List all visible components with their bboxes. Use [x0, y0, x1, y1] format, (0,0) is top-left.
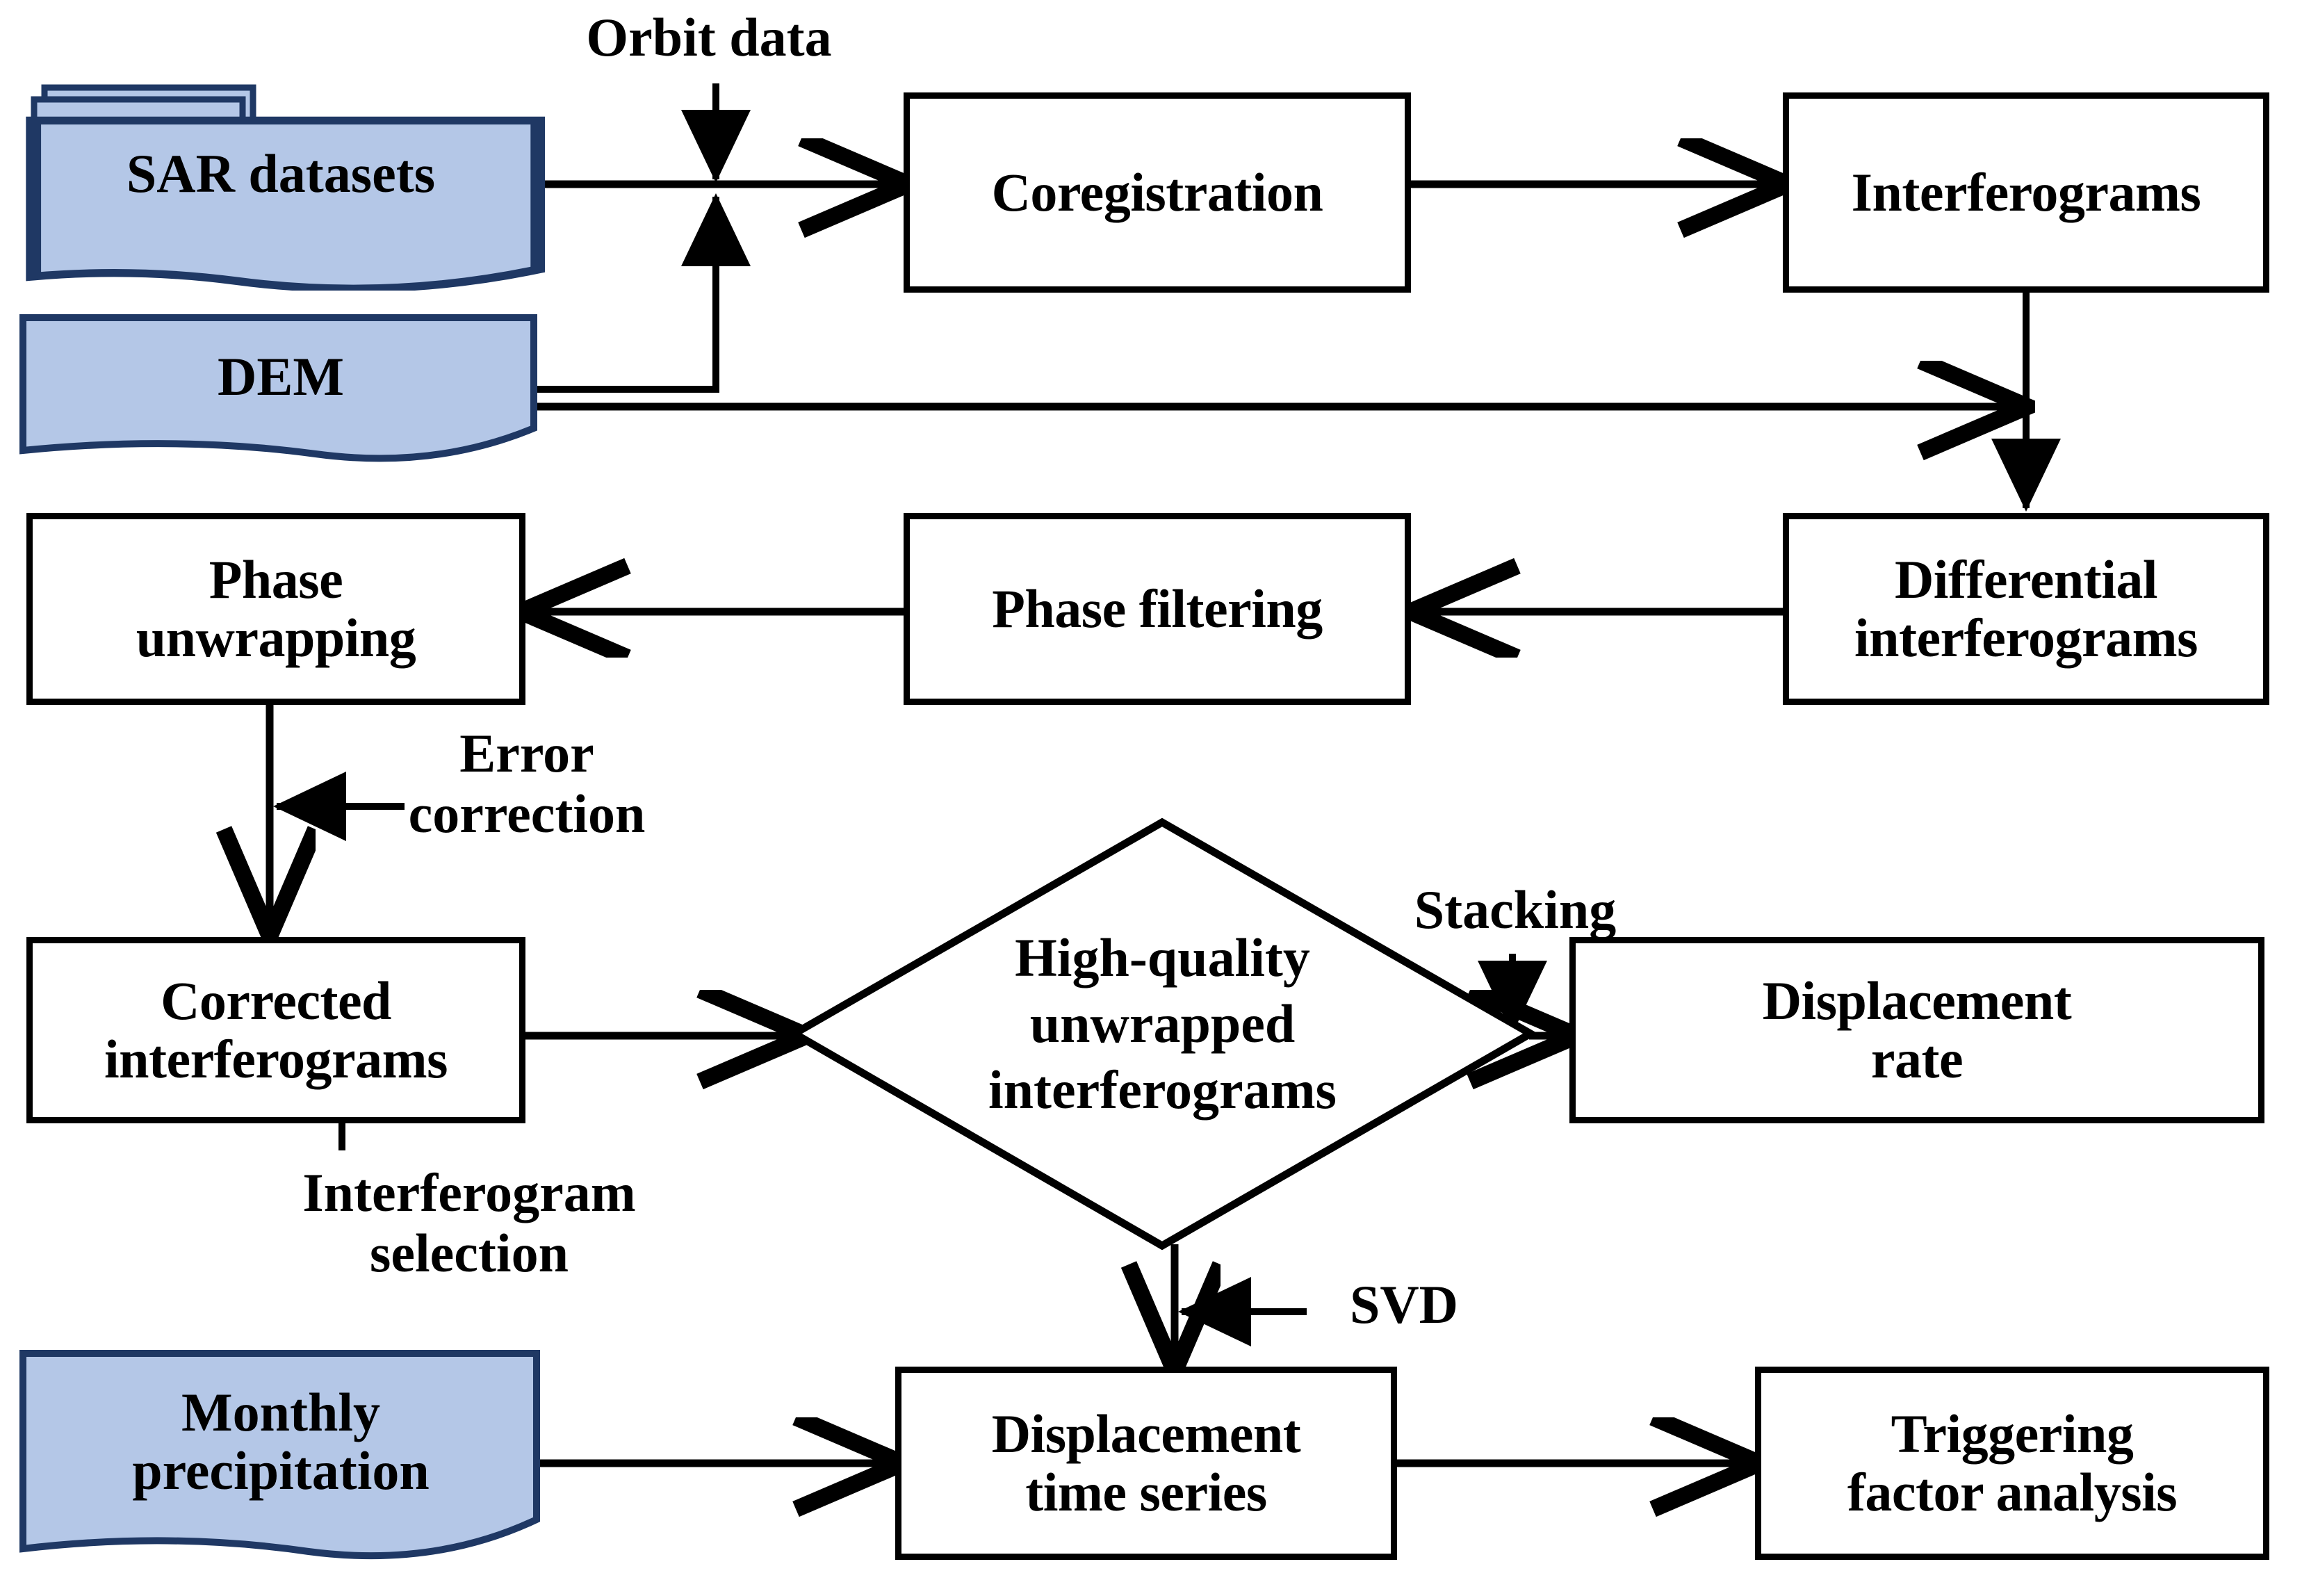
node-coregistration[interactable]: Coregistration	[904, 92, 1411, 293]
node-phase-unwrapping[interactable]: Phase unwrapping	[26, 513, 525, 705]
node-coregistration-label: Coregistration	[991, 161, 1323, 222]
node-displacement-time-series[interactable]: Displacement time series	[895, 1367, 1397, 1560]
node-phase-filtering-label: Phase filtering	[992, 578, 1323, 639]
node-dem[interactable]: DEM	[17, 311, 545, 478]
annotation-svd: SVD	[1349, 1274, 1459, 1335]
annotation-orbit-data: Orbit data	[586, 7, 832, 67]
sar-stack-sheet-front	[26, 116, 545, 291]
node-displacement-rate[interactable]: Displacement rate	[1569, 937, 2264, 1123]
node-displacement-rate-label: Displacement rate	[1762, 970, 2072, 1089]
node-triggering-factor-analysis[interactable]: Triggering factor analysis	[1755, 1367, 2269, 1560]
node-phase-filtering[interactable]: Phase filtering	[904, 513, 1411, 705]
node-sar-datasets-label: SAR datasets	[126, 143, 436, 204]
node-displacement-time-series-label: Displacement time series	[991, 1403, 1301, 1522]
node-high-quality-unwrapped[interactable]: High-quality unwrapped interferograms	[789, 817, 1536, 1251]
node-interferograms[interactable]: Interferograms	[1783, 92, 2269, 293]
annotation-error-correction: Error correction	[408, 723, 646, 845]
annotation-stacking: Stacking	[1414, 879, 1617, 940]
decision-diamond-shape	[789, 817, 1536, 1251]
node-high-quality-unwrapped-label: High-quality unwrapped interferograms	[988, 927, 1337, 1121]
node-monthly-precipitation[interactable]: Monthly precipitation	[17, 1347, 545, 1577]
annotation-interferogram-selection: Interferogram selection	[302, 1162, 636, 1284]
dem-document-shape	[19, 314, 537, 462]
node-corrected-interferograms-label: Corrected interferograms	[104, 970, 448, 1089]
node-monthly-precipitation-label: Monthly precipitation	[132, 1382, 430, 1501]
node-sar-datasets[interactable]: SAR datasets	[17, 82, 545, 291]
node-interferograms-label: Interferograms	[1851, 161, 2201, 222]
node-differential-interferograms-label: Differential interferograms	[1854, 548, 2198, 668]
node-corrected-interferograms[interactable]: Corrected interferograms	[26, 937, 525, 1123]
node-differential-interferograms[interactable]: Differential interferograms	[1783, 513, 2269, 705]
node-phase-unwrapping-label: Phase unwrapping	[136, 548, 416, 668]
node-triggering-factor-analysis-label: Triggering factor analysis	[1847, 1403, 2178, 1522]
precipitation-document-shape	[19, 1350, 540, 1560]
node-dem-label: DEM	[218, 346, 344, 407]
